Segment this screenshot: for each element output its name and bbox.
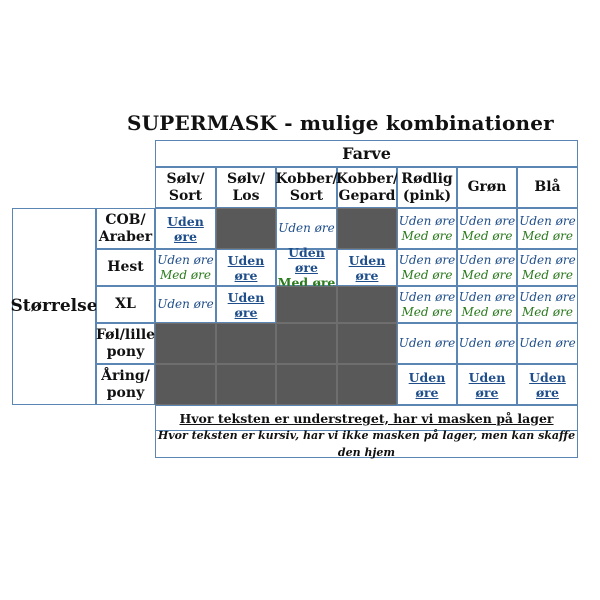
color-header: Sølv/ Los	[216, 167, 276, 208]
unavailable-cell	[155, 323, 216, 364]
farve-header: Farve	[155, 140, 578, 167]
color-header: Grøn	[457, 167, 517, 208]
unavailable-cell	[337, 323, 397, 364]
uden-ore-label: Uden øre	[398, 252, 456, 267]
in-stock-cell: Uden øre	[216, 286, 276, 323]
in-stock-cell: Uden øre	[216, 249, 276, 286]
uden-ore-label: Uden øre	[458, 213, 516, 228]
med-ore-label: Med øre	[522, 304, 573, 319]
uden-ore-label: Uden øre	[157, 297, 214, 311]
size-header-label: Hest	[107, 259, 144, 275]
uden-ore-label: Uden øre	[398, 336, 456, 350]
uden-ore-label: Uden øre	[398, 213, 456, 228]
unavailable-cell	[155, 364, 216, 405]
size-header: XL	[96, 286, 155, 323]
unavailable-cell	[216, 364, 276, 405]
uden-ore-label: Uden øre	[519, 289, 576, 304]
size-header: Hest	[96, 249, 155, 286]
uden-ore-label: Uden øre	[288, 245, 325, 275]
size-header: COB/ Araber	[96, 208, 155, 249]
size-header-label: Føl/lille pony	[95, 326, 156, 360]
in-stock-cell: Uden øre	[337, 249, 397, 286]
size-header: Åring/ pony	[96, 364, 155, 405]
med-ore-label: Med øre	[461, 228, 513, 243]
unavailable-cell	[276, 364, 337, 405]
color-header-label: Kobber/ Gepard	[335, 170, 399, 204]
legend-italic-row: Hvor teksten er kursiv, har vi ikke mask…	[155, 429, 578, 459]
orderable-cell: Uden øre	[276, 208, 337, 249]
uden-ore-label: Uden øre	[458, 336, 516, 350]
orderable-cell: Uden øre	[155, 286, 216, 323]
color-header: Rødlig (pink)	[397, 167, 457, 208]
in-stock-cell: Uden øre	[517, 364, 578, 405]
color-header-label: Grøn	[467, 179, 507, 195]
color-header: Kobber/ Sort	[275, 167, 338, 208]
unavailable-cell	[216, 208, 276, 249]
uden-ore-label: Uden øre	[227, 252, 265, 283]
uden-ore-label: Uden øre	[519, 336, 576, 350]
uden-ore-label: Uden øre	[529, 369, 566, 400]
unavailable-cell	[276, 323, 337, 364]
med-ore-label: Med øre	[401, 228, 453, 243]
uden-ore-label: Uden øre	[157, 252, 214, 267]
uden-ore-label: Uden øre	[278, 221, 335, 235]
uden-ore-label: Uden øre	[519, 213, 576, 228]
size-header: Føl/lille pony	[96, 323, 155, 364]
in-stock-cell: Uden øre	[397, 364, 457, 405]
legend-italic-text: Hvor teksten er kursiv, har vi ikke mask…	[157, 429, 576, 459]
med-ore-label: Med øre	[522, 228, 573, 243]
unavailable-cell	[216, 323, 276, 364]
color-header: Kobber/ Gepard	[335, 167, 399, 208]
color-header-label: Blå	[534, 179, 561, 195]
med-ore-label: Med øre	[461, 267, 513, 282]
med-ore-label: Med øre	[522, 267, 573, 282]
legend-underline-text: Hvor teksten er understreget, har vi mas…	[179, 410, 554, 426]
uden-ore-label: Uden øre	[458, 252, 516, 267]
med-ore-label: Med øre	[401, 304, 453, 319]
storrelse-header: Størrelse	[10, 208, 98, 405]
in-stock-cell: Uden øre	[457, 364, 517, 405]
color-header-label: Sølv/ Sort	[166, 170, 205, 204]
size-header-label: Åring/ pony	[101, 367, 150, 401]
orderable-cell: Uden øre	[517, 323, 578, 364]
med-ore-label: Med øre	[160, 267, 211, 282]
med-ore-label: Med øre	[401, 267, 453, 282]
color-header: Sølv/ Sort	[155, 167, 216, 208]
med-ore-label: Med øre	[461, 304, 513, 319]
uden-ore-label: Uden øre	[398, 289, 456, 304]
uden-ore-label: Uden øre	[348, 252, 386, 283]
color-header-label: Rødlig (pink)	[401, 170, 453, 204]
uden-ore-label: Uden øre	[519, 252, 576, 267]
unavailable-cell	[337, 364, 397, 405]
color-header-label: Sølv/ Los	[226, 170, 265, 204]
unavailable-cell	[337, 208, 397, 249]
color-header-label: Kobber/ Sort	[275, 170, 338, 204]
unavailable-cell	[337, 286, 397, 323]
uden-ore-label: Uden øre	[468, 369, 506, 400]
uden-ore-label: Uden øre	[458, 289, 516, 304]
orderable-cell: Uden øre	[397, 323, 457, 364]
color-header: Blå	[517, 167, 578, 208]
in-stock-cell: Uden øre	[155, 208, 216, 249]
page-title: SUPERMASK - mulige kombinationer	[127, 111, 554, 135]
uden-ore-label: Uden øre	[408, 369, 446, 400]
orderable-cell: Uden øre	[457, 323, 517, 364]
unavailable-cell	[276, 286, 337, 323]
uden-ore-label: Uden øre	[167, 213, 204, 244]
size-header-label: COB/ Araber	[98, 211, 153, 245]
uden-ore-label: Uden øre	[227, 289, 265, 320]
size-header-label: XL	[115, 296, 136, 312]
